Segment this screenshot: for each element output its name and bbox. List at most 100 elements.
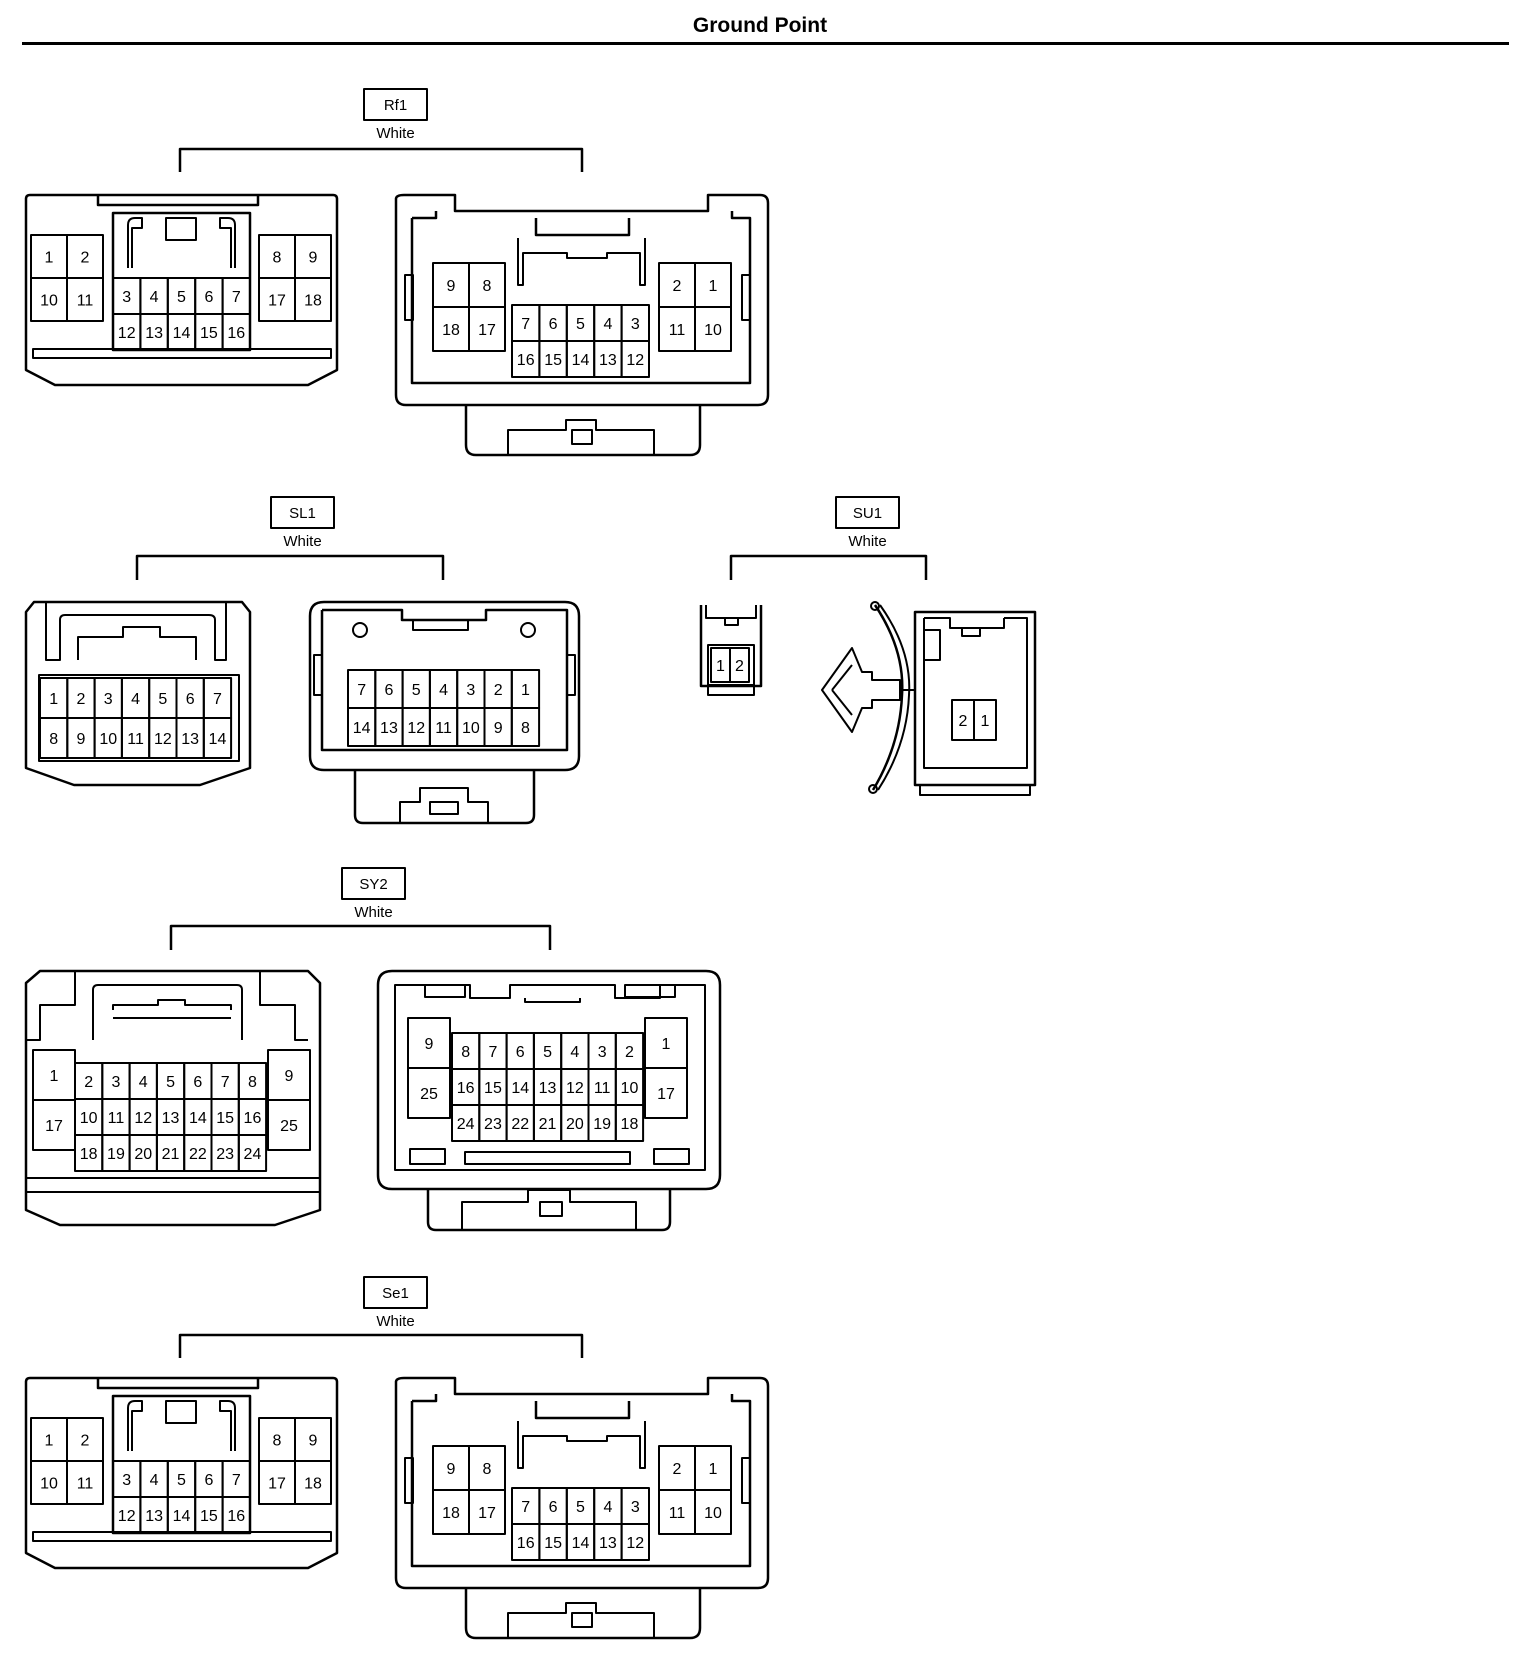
pin-number: 4 — [131, 691, 140, 708]
pin-cell — [237, 1134, 268, 1172]
pin-number: 17 — [268, 1476, 286, 1493]
pin-number: 5 — [177, 289, 186, 306]
pin-number: 7 — [232, 1472, 241, 1489]
pin-number: 12 — [118, 325, 136, 342]
pin-number: 2 — [76, 691, 85, 708]
pin-number: 2 — [81, 1433, 90, 1450]
pin-grid: 8 9 17 18 — [258, 1417, 332, 1505]
connector-color: White — [354, 904, 392, 921]
page-title: Ground Point — [692, 14, 828, 37]
pin-number: 15 — [544, 352, 562, 369]
pin-number: 9 — [309, 1433, 318, 1450]
pin-number: 1 — [662, 1036, 671, 1053]
pin-number: 3 — [631, 316, 640, 333]
pin-cell — [66, 277, 104, 322]
pin-cell — [294, 277, 332, 322]
pin-number: 1 — [49, 691, 58, 708]
pin-number: 3 — [598, 1044, 607, 1061]
pin-number: 9 — [76, 731, 85, 748]
pin-number: 24 — [244, 1146, 262, 1163]
pin-number: 2 — [735, 658, 744, 675]
pin-number: 5 — [158, 691, 167, 708]
pin-number: 14 — [572, 1535, 590, 1552]
pin-number: 5 — [543, 1044, 552, 1061]
pin-number: 7 — [221, 1074, 230, 1091]
pin-number: 3 — [104, 691, 113, 708]
pin-grid: 925 — [267, 1049, 311, 1151]
connector-code: SU1 — [853, 505, 882, 522]
pin-number: 2 — [81, 250, 90, 267]
pin-number: 10 — [704, 322, 722, 339]
pin-number: 1 — [45, 1433, 54, 1450]
pin-cell — [614, 1104, 645, 1142]
pin-number: 1 — [521, 682, 530, 699]
pin-number: 17 — [657, 1086, 675, 1103]
pin-number: 2 — [673, 278, 682, 295]
pin-number: 18 — [304, 1476, 322, 1493]
connector-color: White — [848, 533, 886, 550]
pin-number: 5 — [576, 316, 585, 333]
pin-number: 12 — [626, 352, 644, 369]
pin-number: 18 — [442, 1505, 460, 1522]
pair-bracket — [729, 554, 928, 580]
pin-number: 10 — [704, 1505, 722, 1522]
pin-cell — [294, 1460, 332, 1505]
connector-color: White — [283, 533, 321, 550]
pin-number: 21 — [539, 1116, 557, 1133]
pin-number: 10 — [80, 1110, 98, 1127]
pin-number: 8 — [273, 1433, 282, 1450]
pin-number: 19 — [593, 1116, 611, 1133]
pin-number: 10 — [40, 293, 58, 310]
pair-bracket — [178, 1333, 584, 1358]
pin-number: 14 — [173, 325, 191, 342]
pin-cell — [267, 1099, 311, 1151]
pin-number: 16 — [227, 325, 245, 342]
pin-number: 25 — [280, 1118, 298, 1135]
pin-number: 16 — [517, 352, 535, 369]
male-connector-body — [913, 610, 1037, 796]
female-connector-body — [24, 969, 322, 1227]
pin-cell — [620, 340, 650, 378]
pin-number: 12 — [134, 1110, 152, 1127]
pin-number: 9 — [447, 1461, 456, 1478]
pin-number: 15 — [484, 1080, 502, 1097]
pin-number: 16 — [457, 1080, 475, 1097]
pin-number: 12 — [407, 720, 425, 737]
pin-number: 9 — [425, 1036, 434, 1053]
pin-number: 13 — [599, 352, 617, 369]
pin-number: 14 — [572, 352, 590, 369]
pin-number: 12 — [154, 731, 172, 748]
pin-number: 7 — [213, 691, 222, 708]
pin-number: 16 — [517, 1535, 535, 1552]
pin-number: 19 — [107, 1146, 125, 1163]
pin-number: 17 — [478, 1505, 496, 1522]
pin-cell — [468, 1489, 506, 1535]
pin-number: 5 — [177, 1472, 186, 1489]
pin-number: 3 — [466, 682, 475, 699]
pin-cell — [694, 1489, 732, 1535]
connector-code-box — [363, 88, 428, 121]
pin-number: 14 — [353, 720, 371, 737]
pin-number: 2 — [625, 1044, 634, 1061]
pin-number: 8 — [483, 278, 492, 295]
pin-number: 10 — [99, 731, 117, 748]
pin-number: 5 — [576, 1499, 585, 1516]
pin-number: 23 — [216, 1146, 234, 1163]
pin-number: 18 — [621, 1116, 639, 1133]
pin-number: 10 — [621, 1080, 639, 1097]
male-connector-body — [394, 1376, 770, 1640]
pin-number: 13 — [162, 1110, 180, 1127]
pin-cell — [407, 1067, 451, 1119]
pin-number: 11 — [435, 720, 452, 737]
pin-number: 16 — [227, 1508, 245, 1525]
pin-number: 4 — [570, 1044, 579, 1061]
pin-number: 10 — [40, 1476, 58, 1493]
